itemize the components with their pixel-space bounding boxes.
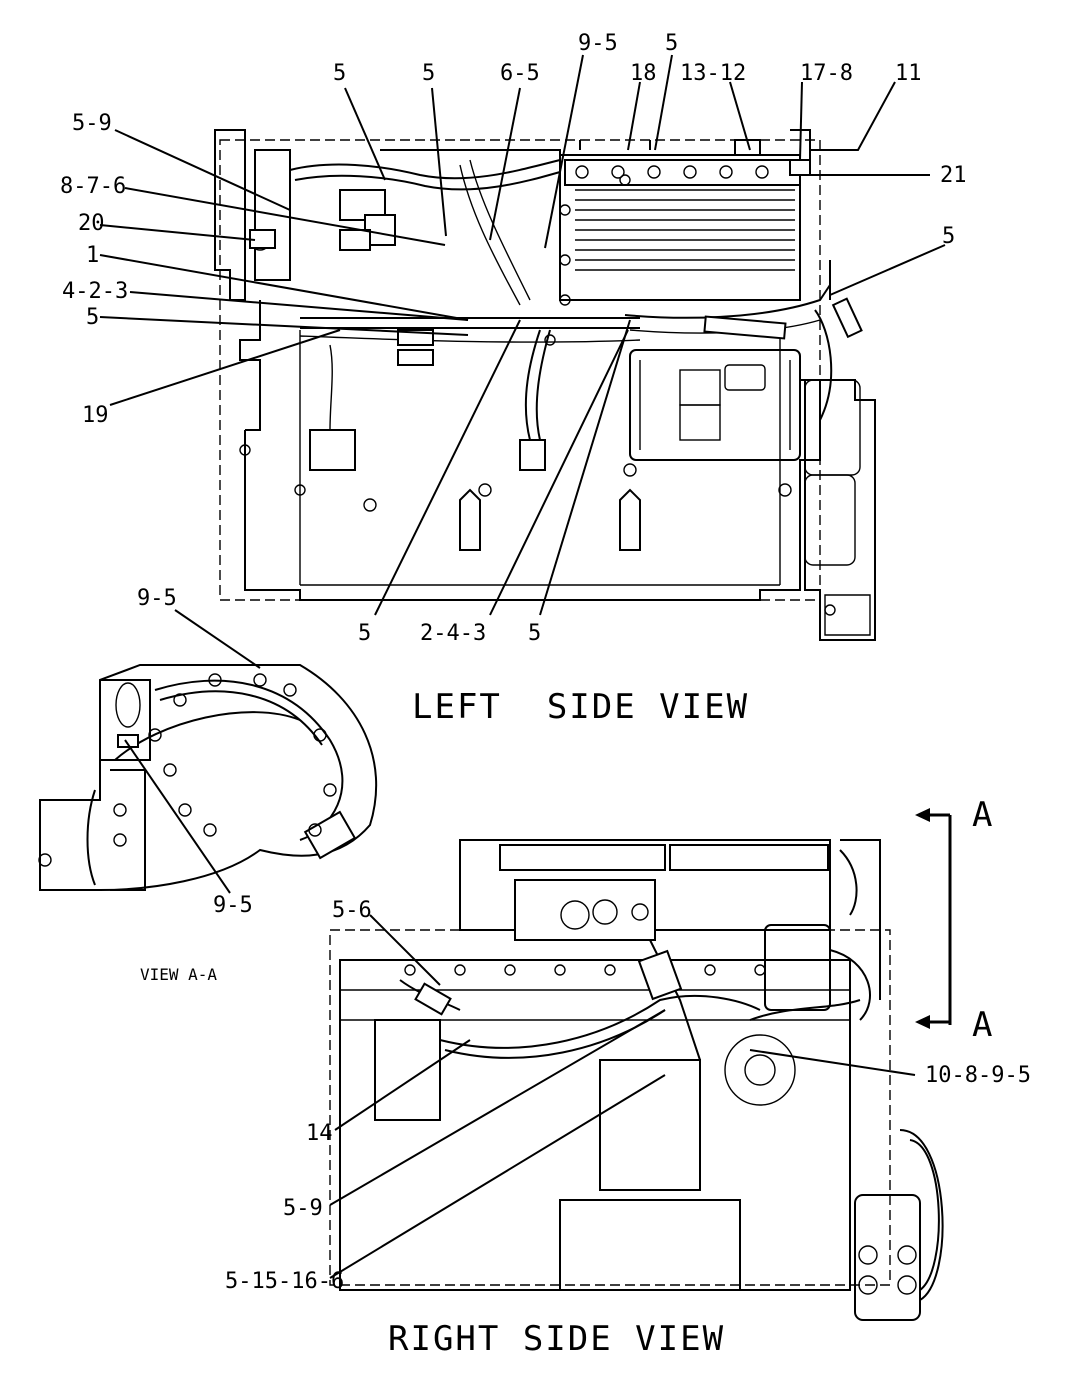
- callout-s2: 9-5: [213, 893, 253, 918]
- callout-r5: 5-15-16-6: [225, 1269, 344, 1294]
- view-a-a-leader-lines: [124, 609, 261, 894]
- section-view-callouts: 9-5 9-5: [137, 586, 253, 918]
- callout-l17: 19: [82, 403, 109, 428]
- callout-l11: 5-9: [72, 111, 112, 136]
- callout-l19: 5: [358, 621, 371, 646]
- view-a-a-section: [38, 664, 378, 891]
- right-side-view-engine: [329, 839, 944, 1321]
- callout-r3: 14: [306, 1121, 333, 1146]
- left-view-callouts: 5 5 6-5 9-5 5 18 13-12 17-8 11 21 5-9 8-…: [60, 31, 967, 646]
- left-view-leader-lines: [99, 54, 946, 616]
- callout-l2: 5: [422, 61, 435, 86]
- section-marker-bottom: A: [972, 1005, 994, 1045]
- right-view-callouts: 5-6 10-8-9-5 14 5-9 5-15-16-6: [225, 898, 1031, 1294]
- right-view-leader-lines: [329, 914, 916, 1279]
- callout-r4: 5-9: [283, 1196, 323, 1221]
- callout-l12: 8-7-6: [60, 174, 126, 199]
- callout-l10: 21: [940, 163, 967, 188]
- callout-l20: 2-4-3: [420, 621, 486, 646]
- section-a-a-markers: [915, 808, 952, 1029]
- callout-r1: 5-6: [332, 898, 372, 923]
- callout-l14: 1: [86, 243, 99, 268]
- callout-l8: 17-8: [800, 61, 853, 86]
- section-marker-top: A: [972, 795, 994, 835]
- callout-l5: 5: [665, 31, 678, 56]
- left-side-view-engine: [214, 129, 876, 641]
- left-side-view-title: LEFT SIDE VIEW: [412, 687, 749, 727]
- right-side-view-title: RIGHT SIDE VIEW: [388, 1319, 725, 1359]
- callout-l1: 5: [333, 61, 346, 86]
- callout-s1: 9-5: [137, 586, 177, 611]
- callout-l15: 4-2-3: [62, 279, 128, 304]
- callout-l7: 13-12: [680, 61, 746, 86]
- callout-l6: 18: [630, 61, 657, 86]
- callout-l16: 5: [86, 305, 99, 330]
- callout-l9: 11: [895, 61, 922, 86]
- callout-l3: 6-5: [500, 61, 540, 86]
- callout-l4: 9-5: [578, 31, 618, 56]
- callout-l13: 20: [78, 211, 105, 236]
- view-a-a-title: VIEW A-A: [140, 965, 217, 984]
- callout-l18: 5: [942, 224, 955, 249]
- callout-r2: 10-8-9-5: [925, 1063, 1031, 1088]
- callout-l21: 5: [528, 621, 541, 646]
